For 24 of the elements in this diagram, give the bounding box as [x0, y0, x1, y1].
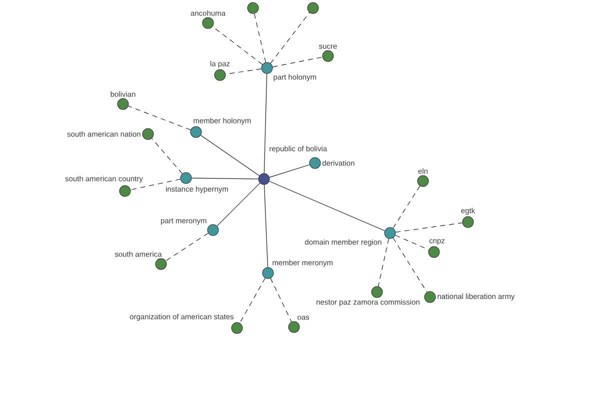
- connector-line: [378, 238, 390, 287]
- connector-line: [270, 12, 310, 64]
- connector-line: [392, 238, 428, 292]
- connector-line: [268, 180, 386, 232]
- connector-line: [151, 138, 183, 174]
- connector-line: [394, 234, 430, 250]
- node-dot: [307, 2, 319, 14]
- connector-line: [270, 278, 292, 322]
- connector-line: [272, 56, 323, 68]
- connector-line: [225, 68, 262, 74]
- connector-line: [254, 13, 266, 63]
- node-dot: [247, 2, 259, 14]
- connector-line: [130, 178, 181, 190]
- connector-line: [392, 186, 420, 228]
- connector-line: [128, 106, 191, 130]
- connector-line: [191, 178, 259, 180]
- connector-line: [200, 134, 260, 176]
- connector-line: [240, 278, 266, 324]
- connector-line: [166, 232, 208, 262]
- connector-line: [264, 73, 268, 174]
- connector-line: [264, 184, 268, 268]
- connector-line: [269, 164, 310, 178]
- connector-line: [216, 182, 260, 226]
- connector-line: [395, 222, 463, 232]
